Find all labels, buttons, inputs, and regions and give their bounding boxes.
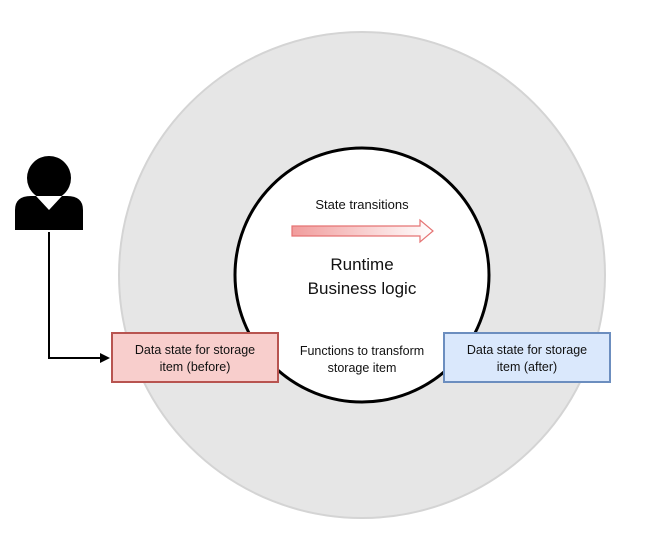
user-to-before-connector <box>48 232 110 363</box>
state-transition-arrow <box>291 218 434 244</box>
runtime-title: Runtime <box>330 255 393 274</box>
before-state-label-line1: Data state for storage <box>135 343 255 357</box>
functions-label-line2: storage item <box>328 361 397 375</box>
before-state-label-line2: item (before) <box>160 360 231 374</box>
after-state-label-line1: Data state for storage <box>467 343 587 357</box>
person-icon <box>15 156 83 230</box>
state-transitions-label: State transitions <box>315 197 409 212</box>
functions-label-line1: Functions to transform <box>300 344 424 358</box>
business-logic-circle <box>233 146 491 404</box>
before-state-box: Data state for storage item (before) <box>111 332 279 383</box>
business-logic-title: Business logic <box>308 279 417 298</box>
after-state-label-line2: item (after) <box>497 360 557 374</box>
after-state-box: Data state for storage item (after) <box>443 332 611 383</box>
